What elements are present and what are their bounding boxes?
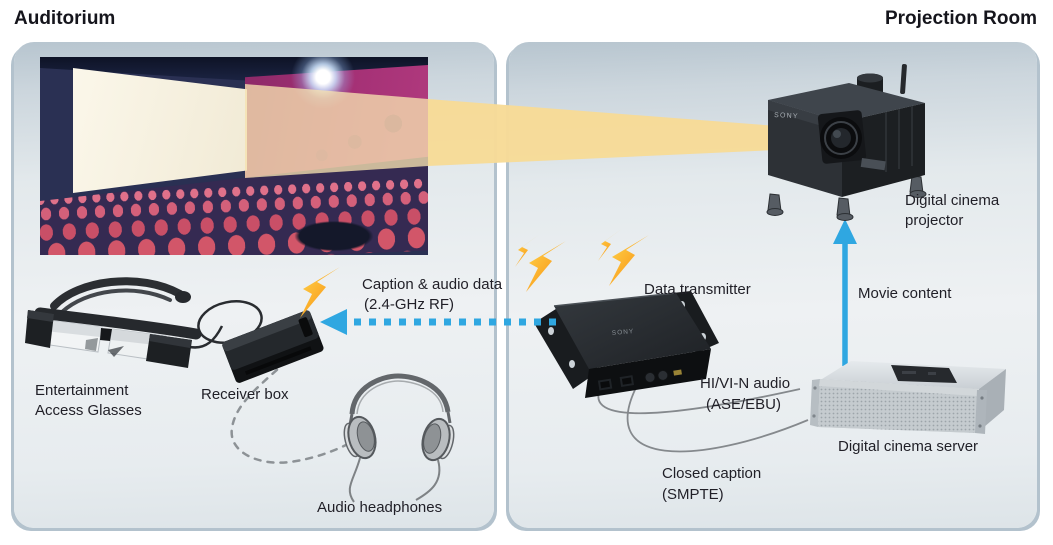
auditorium-photo [40, 57, 428, 255]
receiver-box-label: Receiver box [201, 386, 289, 403]
audio-headphones-label: Audio headphones [317, 499, 443, 516]
glasses-label-line2: Access Glasses [35, 402, 142, 419]
cinema-server-label: Digital cinema server [838, 438, 979, 455]
audio-feed-label-line2: (ASE/EBU) [706, 396, 782, 413]
caption-feed-label-line2: (SMPTE) [662, 486, 724, 503]
audio-feed-label-line1: HI/VI-N audio [700, 375, 791, 392]
auditorium-title: Auditorium [14, 8, 116, 29]
movie-content-label: Movie content [858, 285, 952, 302]
projection-room-panel [509, 42, 1037, 528]
rf-link-label-line2: (2.4-GHz RF) [364, 296, 454, 313]
projector-label-line2: projector [905, 212, 964, 229]
cinema-screen [73, 68, 247, 193]
seat-shadow [274, 213, 394, 255]
data-transmitter-label: Data transmitter [644, 281, 751, 298]
projection-room-title: Projection Room [884, 8, 1037, 29]
caption-feed-label-line1: Closed caption [662, 465, 762, 482]
glasses-label-line1: Entertainment [35, 382, 129, 399]
projector-label-line1: Digital cinema [905, 192, 1000, 209]
rf-link-label-line1: Caption & audio data [362, 276, 503, 293]
projector-glare [291, 57, 355, 109]
